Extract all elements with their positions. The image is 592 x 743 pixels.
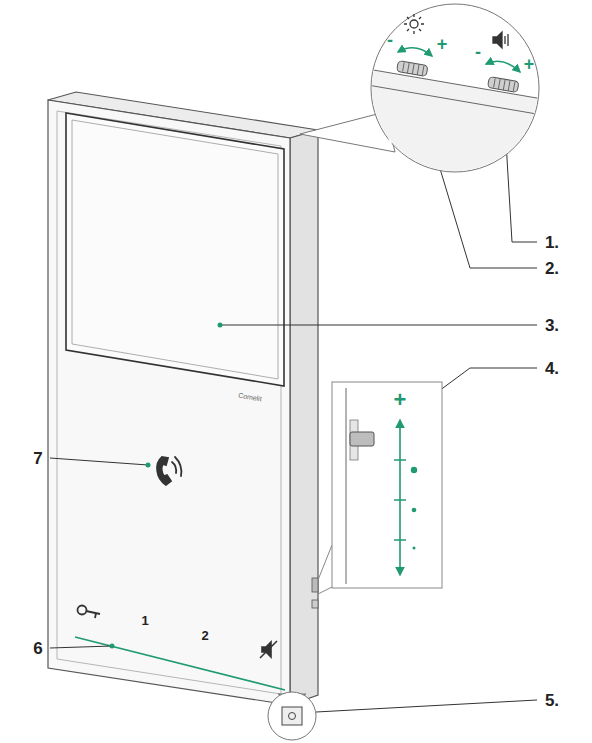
top-zoom-bubble [300, 4, 560, 200]
slider-tab [350, 432, 374, 446]
inset-tail [318, 545, 332, 580]
wheel-body [488, 77, 519, 93]
inset-tail [318, 587, 332, 594]
reset-hole [289, 713, 296, 720]
minus-sign: - [387, 31, 393, 49]
callout-number: 7 [33, 450, 42, 467]
button-number: 1 [141, 614, 148, 627]
sound-bars [505, 34, 508, 46]
leader-line [50, 646, 112, 648]
brand-logo: Comelit [238, 392, 263, 403]
reset-button [282, 707, 302, 725]
volume-icon [493, 32, 508, 48]
mute-icon [260, 641, 277, 658]
sound-wave [172, 462, 176, 473]
handset-shape [157, 457, 171, 485]
plus-sign: + [394, 389, 407, 411]
callout-number: 3. [545, 317, 559, 334]
leader-line [50, 458, 148, 465]
wheel-ribs [402, 62, 424, 76]
bottom-zoom-bubble [268, 692, 316, 740]
sun-core [410, 20, 418, 28]
front-face [48, 100, 290, 705]
brightness-icon [404, 14, 424, 34]
speaker-shape [493, 32, 502, 48]
sun-rays [404, 14, 424, 34]
wheel-body [397, 61, 428, 77]
adjust-arrow [398, 48, 432, 56]
callout-number: 1. [545, 234, 559, 251]
plus-sign: + [437, 35, 448, 53]
handset-icon [157, 457, 181, 485]
monitor-body [48, 92, 318, 705]
level-ticks [394, 460, 406, 540]
leader-line [316, 700, 537, 712]
minus-sign: - [475, 43, 481, 61]
leader-dots [110, 323, 223, 649]
adjust-arrow [486, 61, 520, 72]
key-bow [78, 606, 87, 615]
button-number: 2 [201, 629, 208, 642]
key-shaft [86, 611, 100, 618]
device-corner-edge [350, 82, 560, 118]
level-dot [413, 547, 416, 550]
key-icon [78, 606, 101, 619]
touch-strip [75, 637, 285, 690]
bubble-content [350, 61, 560, 200]
level-dot [411, 467, 417, 473]
bubble-outline [268, 692, 316, 740]
callout-number: 6 [33, 640, 42, 657]
leader-dot [146, 463, 151, 468]
plus-sign: + [524, 55, 535, 73]
volume-wheel [488, 77, 519, 93]
inset-frame [332, 382, 442, 588]
wheel-ribs [493, 78, 515, 92]
device-corner-top [350, 66, 560, 200]
side-port [312, 600, 318, 608]
leader-dot [218, 323, 223, 328]
level-arrow [399, 420, 401, 575]
side-slider [312, 578, 318, 592]
side-zoom-inset [318, 382, 442, 594]
side-face [290, 130, 318, 705]
sound-wave [175, 457, 181, 476]
leader-line [220, 325, 537, 326]
callout-number: 5. [545, 692, 559, 709]
callout-number: 4. [545, 360, 559, 377]
level-dots [411, 467, 417, 550]
screen-inner [72, 120, 278, 379]
side-edge [346, 388, 347, 584]
screen [66, 113, 284, 386]
callout-number: 2. [545, 260, 559, 277]
level-dot [412, 508, 417, 513]
brightness-wheel [397, 61, 428, 77]
mute-slash [260, 641, 277, 658]
leader-dot [110, 644, 115, 649]
